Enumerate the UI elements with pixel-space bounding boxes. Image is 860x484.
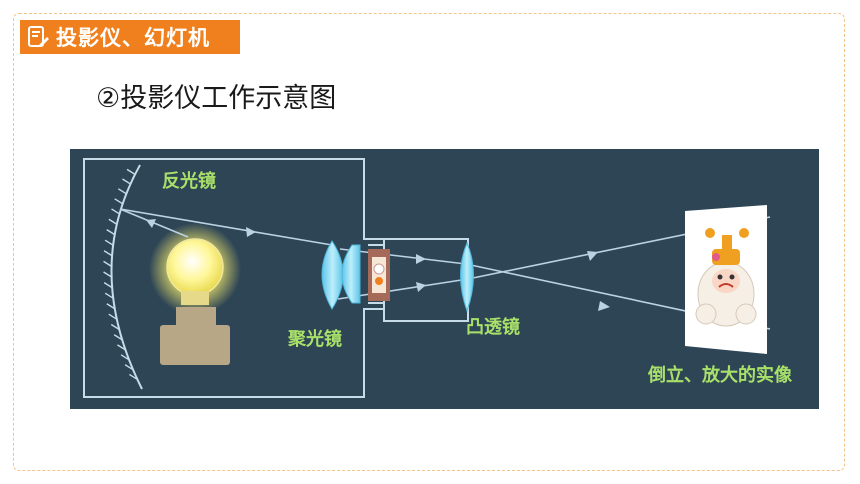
section-title: 投影仪、幻灯机 [56, 26, 210, 50]
reflector-hatch-mark [111, 208, 120, 215]
lamp-base [160, 325, 230, 365]
reflector-hatch-mark [103, 271, 112, 278]
reflector-hatch-mark [110, 323, 120, 331]
reflector-hatch-mark [117, 188, 127, 195]
ray-arrows [146, 219, 610, 311]
bulb-icon [166, 238, 224, 296]
reflector-hatch-mark [120, 354, 130, 361]
reflector-hatch-mark [104, 239, 114, 246]
reflector-hatch-mark [108, 218, 118, 225]
slide-frame [13, 13, 845, 471]
slide-picture [372, 257, 386, 293]
condenser-lens-half [341, 244, 361, 304]
reflector-hatch-mark [103, 250, 113, 257]
bulb-socket [176, 307, 216, 327]
reflector-hatch-mark [124, 364, 134, 371]
reflector-hatch-mark [108, 313, 118, 320]
label-image: 倒立、放大的实像 [648, 365, 792, 386]
reflector-hatch-mark [104, 292, 114, 299]
section-tag: 投影仪、幻灯机 [20, 20, 240, 54]
condenser-lens [321, 240, 344, 310]
projector-diagram: 反光镜 聚光镜 凸透镜 倒立、放大的实像 [70, 149, 819, 409]
inverted-image [695, 228, 757, 327]
note-edit-icon [28, 26, 49, 47]
convex-lens [460, 241, 474, 313]
reflector-hatch-mark [122, 178, 131, 185]
reflector-hatch-mark [106, 229, 116, 236]
reflector-hatch-mark [113, 334, 123, 341]
reflector-hatch-mark [114, 198, 124, 205]
reflector-hatch-mark [129, 373, 138, 381]
reflector-hatch-mark [103, 282, 113, 289]
reflector-hatch-mark [117, 344, 126, 351]
label-condenser: 聚光镜 [288, 329, 342, 350]
reflector-hatch-mark [106, 303, 116, 310]
reflector-hatch-mark [126, 168, 136, 175]
projector-svg [70, 149, 819, 409]
bulb-neck [181, 291, 209, 305]
reflector-hatching [103, 168, 138, 381]
label-convex-lens: 凸透镜 [466, 317, 520, 338]
label-reflector: 反光镜 [162, 171, 216, 192]
reflector-hatch-mark [103, 260, 112, 267]
page-title: ②投影仪工作示意图 [96, 83, 337, 114]
